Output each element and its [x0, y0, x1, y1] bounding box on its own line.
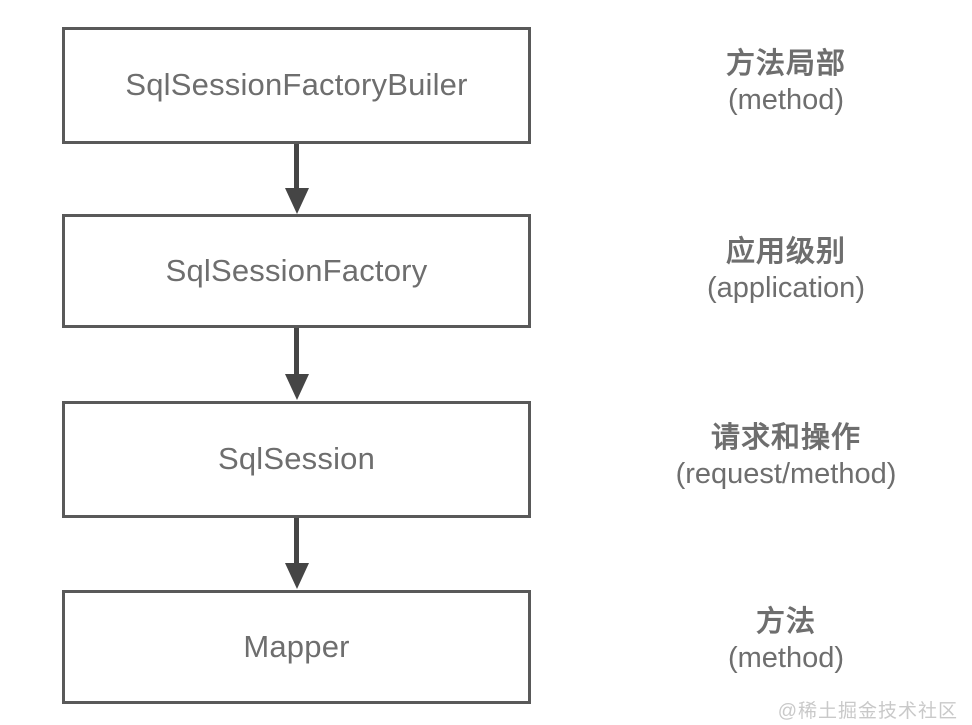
- scope-annotation-application: 应用级别 (application): [600, 234, 972, 307]
- arrow-shaft: [294, 144, 299, 192]
- scope-annotation-request: 请求和操作 (request/method): [600, 420, 972, 493]
- flow-node-sqlsessionfactory[interactable]: SqlSessionFactory: [62, 214, 531, 328]
- flow-node-label: SqlSessionFactory: [165, 252, 428, 288]
- watermark: @稀土掘金技术社区: [777, 701, 958, 722]
- scope-label-en: (application): [707, 272, 865, 305]
- arrow-down-icon-1: [285, 144, 309, 214]
- scope-label-cn: 方法局部: [725, 48, 846, 80]
- scope-annotation-method-local: 方法局部 (method): [600, 46, 972, 119]
- arrow-head: [285, 188, 309, 214]
- scope-label-cn: 请求和操作: [710, 422, 861, 454]
- arrow-shaft: [294, 328, 299, 378]
- flow-node-sqlsessionfactorybuiler[interactable]: SqlSessionFactoryBuiler: [62, 27, 531, 144]
- scope-annotation-method: 方法 (method): [600, 604, 972, 677]
- flow-node-mapper[interactable]: Mapper: [62, 590, 531, 704]
- scope-label-cn: 方法: [755, 606, 816, 638]
- arrow-shaft: [294, 518, 299, 567]
- scope-label-cn: 应用级别: [725, 236, 846, 268]
- arrow-head: [285, 563, 309, 589]
- arrow-down-icon-3: [285, 518, 309, 590]
- flow-node-sqlsession[interactable]: SqlSession: [62, 401, 531, 518]
- arrow-head: [285, 374, 309, 400]
- scope-label-en: (method): [727, 642, 845, 675]
- scope-label-en: (request/method): [675, 458, 897, 491]
- flow-node-label: SqlSessionFactoryBuiler: [125, 67, 468, 103]
- scope-label-en: (method): [727, 84, 845, 117]
- flow-node-label: Mapper: [243, 628, 350, 664]
- flow-node-label: SqlSession: [217, 441, 376, 477]
- arrow-down-icon-2: [285, 328, 309, 401]
